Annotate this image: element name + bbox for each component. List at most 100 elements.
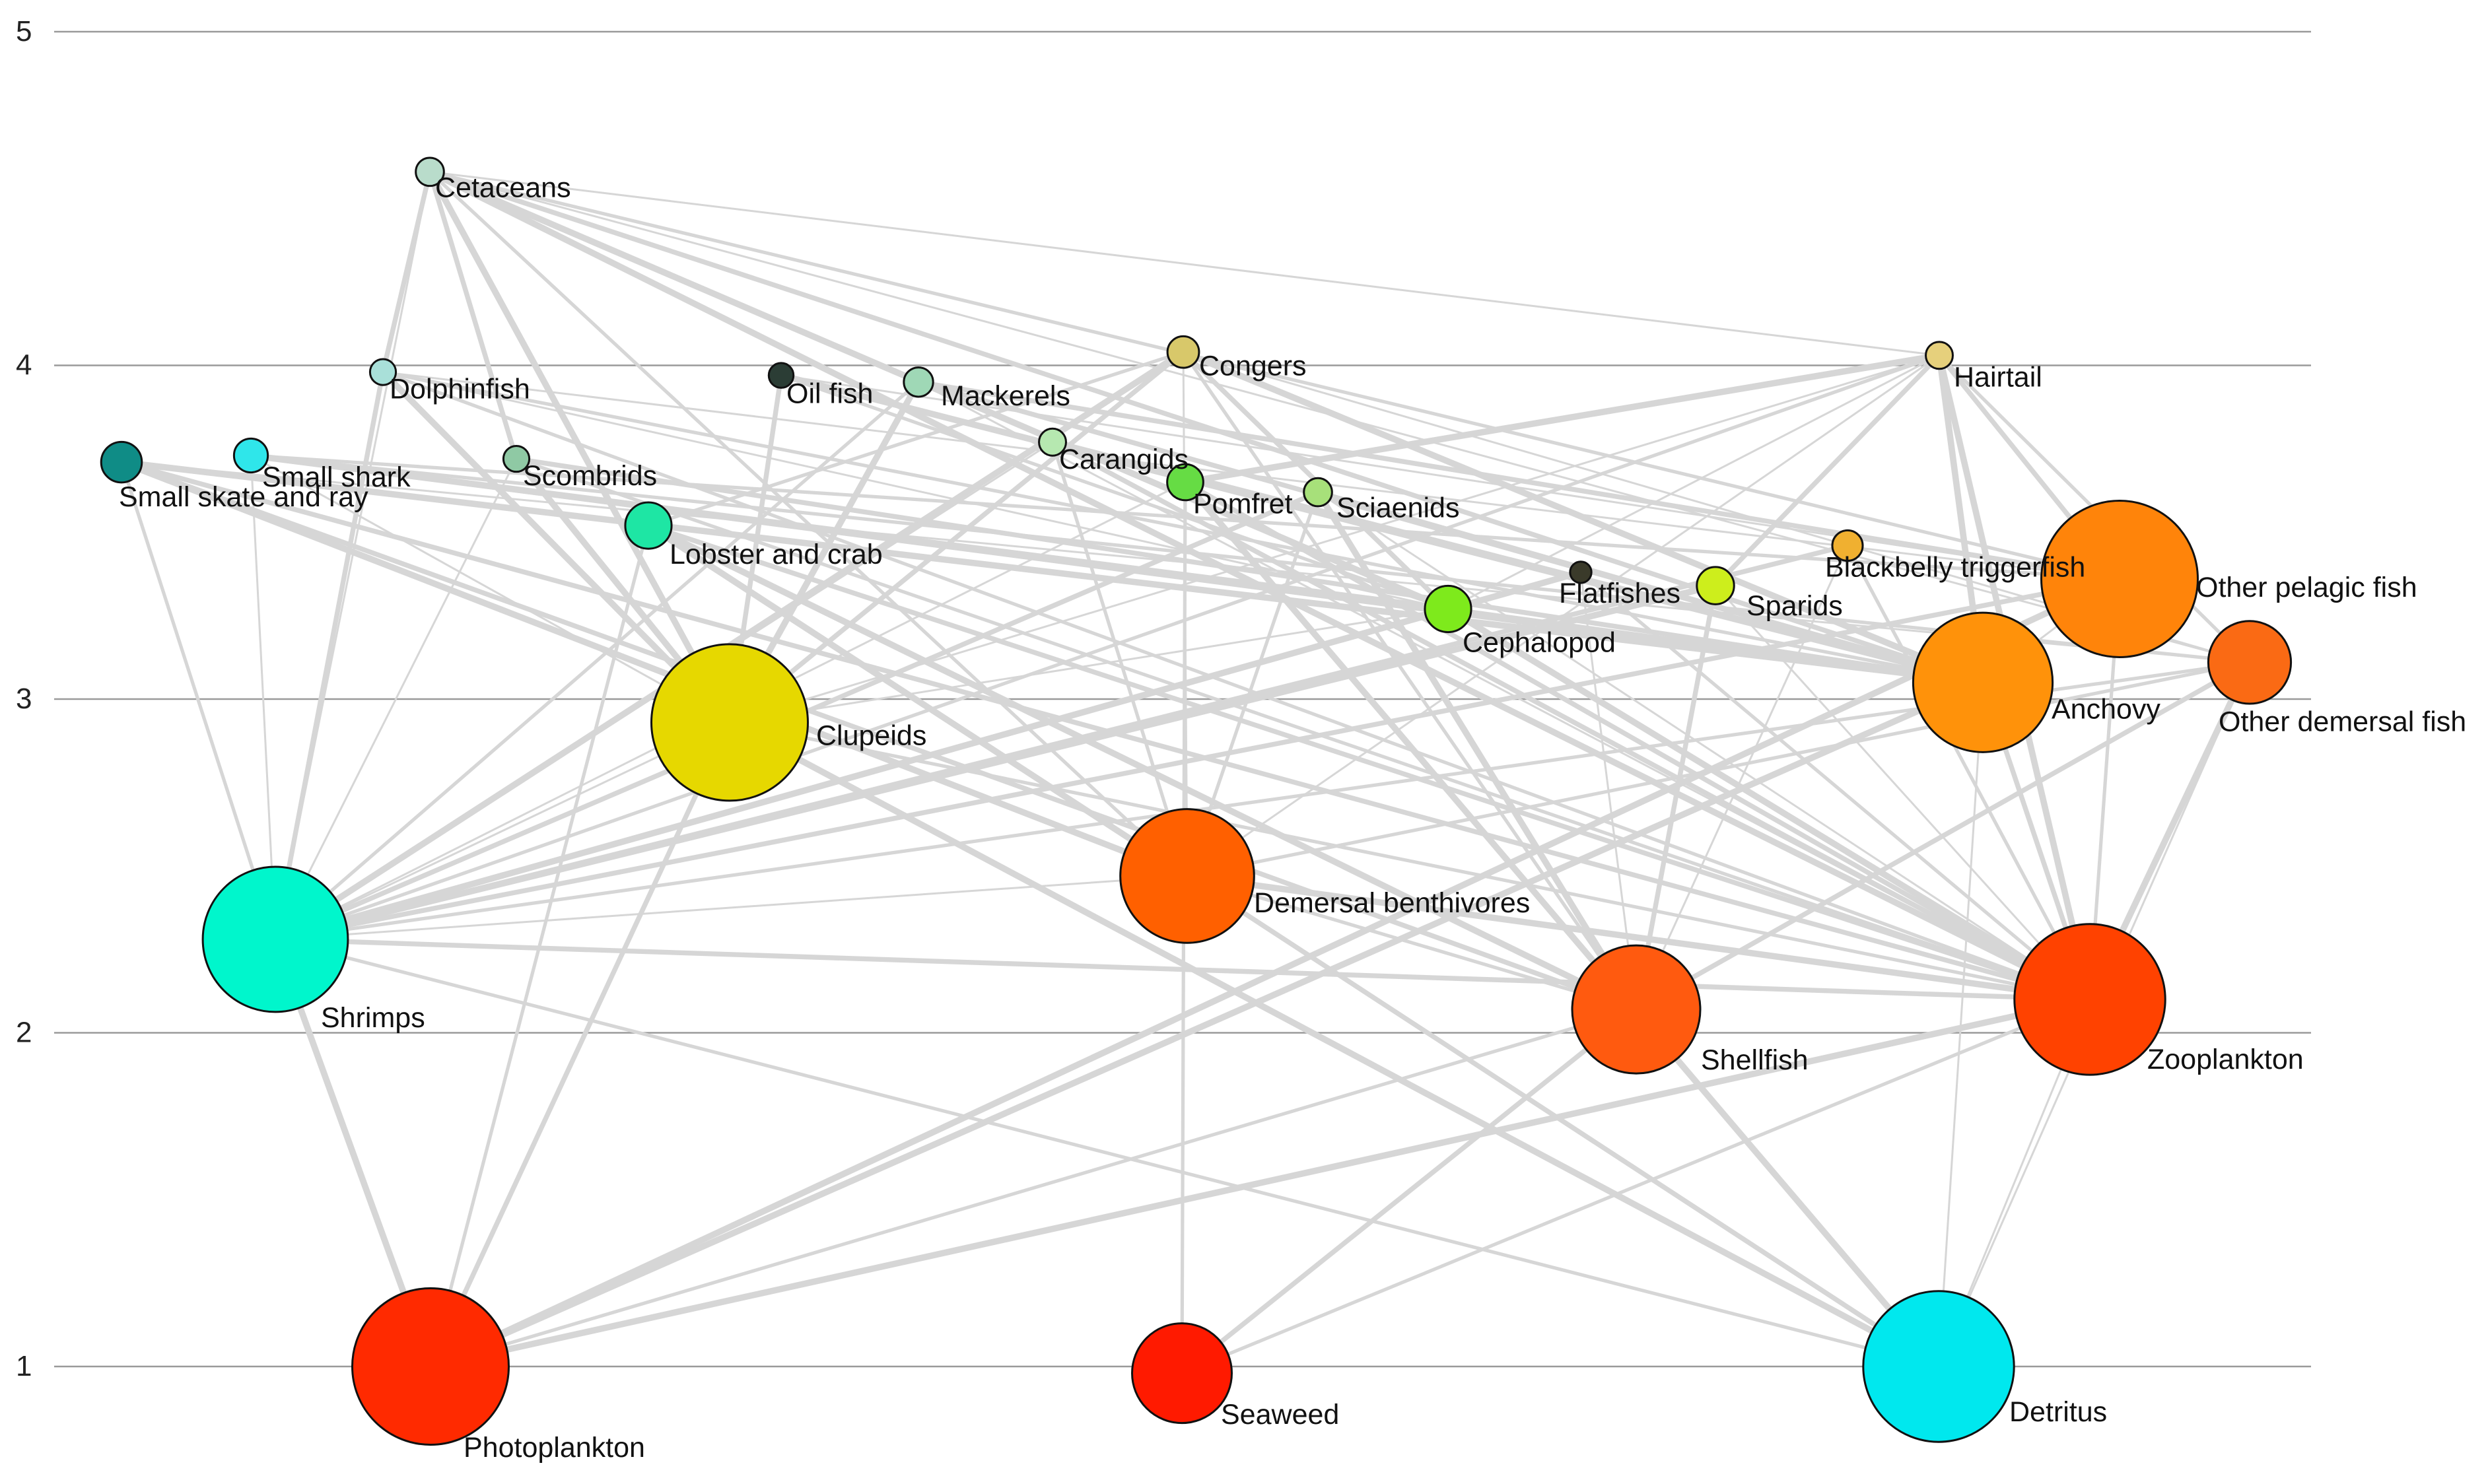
node-zooplankton[interactable] [2013,923,2166,1076]
link-pomfret-zooplankton [1183,479,2092,1002]
node-anchovy[interactable] [1912,611,2054,753]
link-small_shark-clupeids [250,454,731,724]
label-cephalopod: Cephalopod [1463,627,1616,659]
link-zooplankton-seaweed [1180,997,2092,1375]
link-sciaenids-zooplankton [1317,491,2091,1001]
link-dolphinfish-zooplankton [381,370,2092,1001]
node-oil_fish[interactable] [767,362,795,389]
link-carangids-anchovy [1049,438,1986,686]
node-hairtail[interactable] [1925,341,1954,370]
node-congers[interactable] [1166,335,1200,369]
node-shellfish[interactable] [1571,944,1702,1075]
link-blackbelly-shellfish [1635,544,1849,1011]
label-shellfish: Shellfish [1701,1044,1809,1076]
label-flatfishes: Flatfishes [1559,578,1680,609]
node-other_demersal[interactable] [2207,620,2293,705]
link-cetaceans-dolphinfish [380,169,432,375]
link-clupeids-detritus [726,719,1942,1370]
node-pomfret[interactable] [1166,463,1204,502]
node-small_shark[interactable] [232,437,269,474]
link-sciaenids-anchovy [1315,489,1986,685]
label-other_pelagic: Other pelagic fish [2196,572,2417,603]
node-scombrids[interactable] [502,444,531,473]
y-tick-label: 3 [16,683,32,715]
link-cetaceans-other_pelagic [428,170,2122,581]
label-demersal_benth: Demersal benthivores [1254,887,1530,919]
link-demersal_benth-detritus [1185,873,1941,1369]
label-zooplankton: Zooplankton [2147,1044,2304,1075]
node-clupeids[interactable] [650,643,809,802]
label-small_shark: Small shark [262,461,411,493]
link-small_skate-anchovy [118,459,1986,686]
link-congers-clupeids [727,349,1186,725]
node-small_skate[interactable] [100,440,143,484]
node-detritus[interactable] [1862,1290,2015,1443]
node-cetaceans[interactable] [415,156,445,187]
label-lobster: Lobster and crab [670,539,883,570]
label-oil_fish: Oil fish [786,378,873,410]
link-sciaenids-shellfish [1315,489,1640,1013]
link-cetaceans-hairtail [429,170,1941,356]
link-clupeids-photoplankton [428,720,732,1369]
species-nodes [100,156,2293,1446]
label-other_demersal: Other demersal fish [2219,706,2466,737]
link-hairtail-pomfret [1182,352,1943,486]
link-shellfish-detritus [1635,1008,1940,1368]
link-small_skate-demersal_benth [118,459,1191,879]
link-mackerels-other_pelagic [916,380,2122,582]
y-tick-label: 1 [16,1350,32,1382]
link-small_skate-shrimps [120,460,277,941]
label-shrimps: Shrimps [321,1002,425,1034]
node-blackbelly[interactable] [1831,529,1864,562]
link-cephalopod-zooplankton [1445,605,2093,1003]
node-other_pelagic[interactable] [2040,500,2199,659]
node-sciaenids[interactable] [1303,477,1333,508]
link-shrimps-detritus [273,937,1941,1368]
link-flatfishes-zooplankton [1579,570,2092,1001]
node-photoplankton[interactable] [351,1287,510,1446]
link-carangids-zooplankton [1050,440,2092,1002]
link-other_demersal-demersal_benth [1185,660,2252,878]
node-carangids[interactable] [1038,427,1067,457]
label-cetaceans: Cetaceans [435,172,571,203]
link-dolphinfish-clupeids [380,368,733,726]
label-pomfret: Pomfret [1193,488,1293,520]
node-shrimps[interactable] [201,865,349,1013]
label-clupeids: Clupeids [816,720,926,751]
link-congers-lobster [646,350,1185,527]
link-clupeids-zooplankton [728,720,2092,1001]
link-anchovy-detritus [1937,681,1984,1368]
node-flatfishes[interactable] [1569,560,1593,584]
y-tick-label: 4 [16,349,32,382]
link-small_shark-cephalopod [248,452,1451,613]
link-other_pelagic-shrimps [273,576,2122,942]
node-sparids[interactable] [1696,566,1735,605]
link-small_shark-shrimps [250,454,277,941]
link-cephalopod-shrimps [273,607,1450,941]
label-congers: Congers [1199,350,1307,382]
label-blackbelly: Blackbelly triggerfish [1825,551,2085,583]
link-blackbelly-zooplankton [1846,543,2092,1001]
label-sparids: Sparids [1746,590,1843,622]
link-congers-shellfish [1181,350,1638,1011]
y-tick-label: 5 [16,15,32,48]
link-cephalopod-clupeids [728,608,1449,724]
link-carangids-demersal_benth [1051,440,1189,878]
node-mackerels[interactable] [903,366,934,398]
label-small_skate: Small skate and ray [119,481,368,513]
link-small_skate-shellfish [119,459,1639,1012]
label-carangids: Carangids [1059,444,1189,475]
node-seaweed[interactable] [1131,1322,1233,1425]
node-dolphinfish[interactable] [368,358,397,386]
link-demersal_benth-shrimps [274,875,1189,941]
link-shellfish-seaweed [1179,1007,1639,1376]
link-dolphinfish-anchovy [381,370,1985,685]
node-lobster[interactable] [624,501,673,550]
label-anchovy: Anchovy [2052,694,2160,725]
label-photoplankton: Photoplankton [464,1432,645,1464]
node-cephalopod[interactable] [1424,584,1472,634]
link-mackerels-shrimps [273,380,920,941]
node-demersal_benth[interactable] [1119,808,1255,944]
